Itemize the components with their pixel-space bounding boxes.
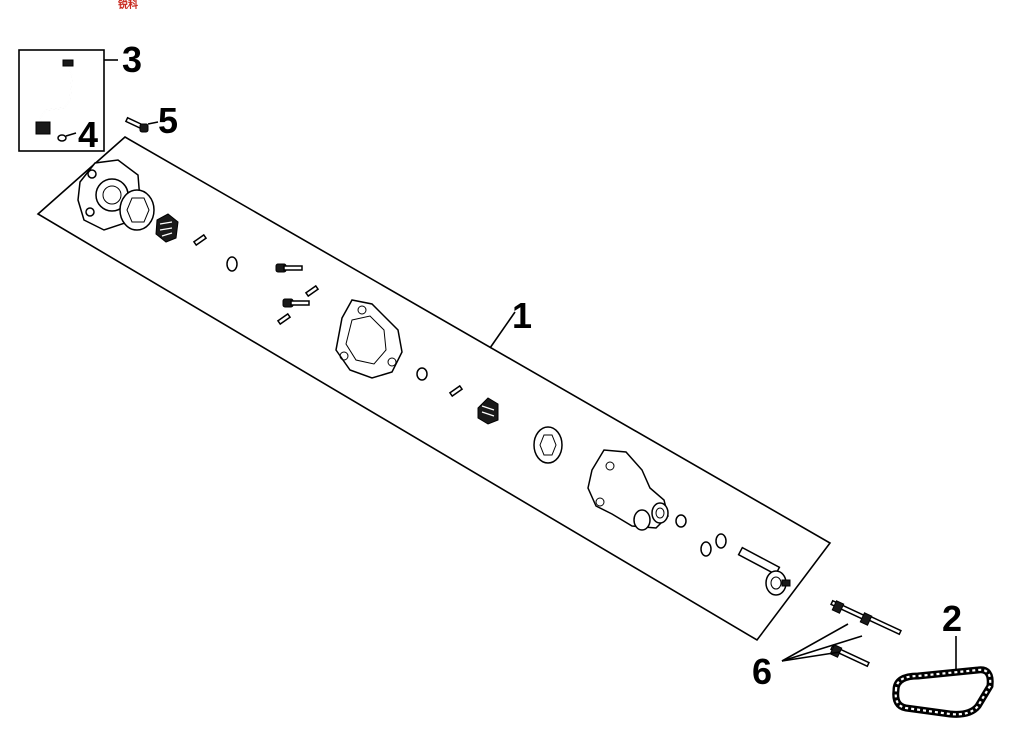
- leader-line-5: [147, 121, 159, 125]
- assembly-1-frame: [36, 136, 832, 642]
- dowel-pin: [192, 233, 208, 247]
- washer: [57, 134, 67, 142]
- pump-shaft: [737, 546, 791, 596]
- dowel-pin: [304, 284, 320, 298]
- o-ring: [715, 533, 727, 549]
- callout-5: 5: [158, 100, 178, 141]
- bolt-5: [124, 116, 149, 133]
- o-ring: [226, 256, 238, 272]
- bolt: [275, 263, 303, 273]
- leader-line-1: [489, 311, 516, 349]
- o-ring: [675, 514, 687, 528]
- o-ring: [700, 541, 712, 557]
- callout-1: 1: [512, 295, 532, 336]
- brand-logo: 锐科: [118, 0, 138, 11]
- pump-body-middle: [335, 299, 403, 379]
- callout-3: 3: [122, 39, 142, 80]
- oil-pipe: [35, 59, 74, 135]
- pump-body-right: [587, 449, 669, 531]
- inner-rotor-left: [155, 213, 179, 243]
- part-3-frame: [18, 49, 105, 152]
- outer-rotor-left: [119, 189, 155, 231]
- leader-line-6: [781, 651, 841, 662]
- dowel-pin: [276, 312, 292, 326]
- callout-6: 6: [752, 651, 772, 692]
- drive-chain: [892, 666, 994, 718]
- callout-4: 4: [78, 114, 98, 155]
- leader-line-6: [781, 623, 849, 662]
- inner-rotor-right: [477, 397, 499, 425]
- outer-rotor-right: [533, 426, 563, 464]
- leader-line-4: [65, 132, 77, 137]
- callout-2: 2: [942, 598, 962, 639]
- leader-line-6: [781, 635, 863, 662]
- o-ring: [416, 367, 428, 381]
- dowel-pin: [448, 384, 464, 398]
- bolt-6c: [829, 644, 870, 668]
- bolt: [282, 298, 310, 308]
- bolt-6b: [859, 612, 902, 636]
